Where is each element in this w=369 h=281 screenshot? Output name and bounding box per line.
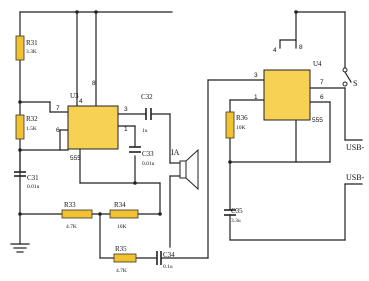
left-wiring — [19, 11, 209, 259]
u4-pin-8: 8 — [299, 44, 303, 51]
c33-value: 0.01u — [142, 161, 155, 167]
junction-dots — [18, 10, 298, 216]
r31-value: 3.3K — [26, 49, 37, 55]
usb-label-bottom: USB- — [346, 173, 365, 182]
u4-type: 555 — [312, 117, 323, 124]
capacitor-c34: C34 0.1u — [156, 251, 175, 270]
u3-pin-6: 6 — [56, 127, 60, 134]
r33-value: 4.7K — [66, 224, 77, 230]
c33-ref: C33 — [142, 150, 154, 158]
u3-pin-7: 7 — [56, 105, 60, 112]
u4-pin-3: 3 — [254, 72, 258, 79]
r32-value: 1.5K — [26, 126, 37, 132]
c34-value: 0.1u — [163, 264, 173, 270]
c31-ref: C31 — [27, 174, 39, 182]
c35-value: 3.3u — [231, 218, 241, 224]
u3-pin-4: 4 — [79, 98, 83, 105]
usb-label-top: USB- — [346, 143, 365, 152]
c32-ref: C32 — [141, 93, 153, 101]
capacitor-c31: C31 0.01u — [14, 149, 40, 190]
u3-ref: U3 — [70, 92, 79, 100]
switch-s: S — [342, 67, 357, 88]
u3-type: 555 — [70, 155, 81, 162]
ground-symbol — [10, 243, 30, 253]
ic-u3: U3 555 4 8 7 3 6 1 — [56, 80, 128, 162]
u3-pin-8: 8 — [92, 80, 96, 87]
capacitor-c35: C35 3.3u — [224, 207, 243, 224]
u4-pin-4: 4 — [273, 47, 277, 54]
r34-value: 10K — [117, 224, 127, 230]
right-wiring — [207, 11, 363, 241]
resistor-r34: R34 10K — [109, 201, 139, 230]
r36-ref: R36 — [236, 114, 248, 122]
resistor-r35: R35 4.7K — [113, 245, 137, 274]
c32-value: 1u — [142, 128, 148, 134]
r32-ref: R32 — [26, 115, 38, 123]
c35-ref: C35 — [231, 207, 243, 215]
r36-value: 10K — [236, 125, 246, 131]
c34-ref: C34 — [163, 251, 175, 259]
r34-ref: R34 — [114, 201, 126, 209]
capacitor-c32: C32 1u — [141, 93, 153, 134]
c31-value: 0.01u — [27, 184, 40, 190]
u4-pin-1: 1 — [254, 94, 258, 101]
ic-u4: U4 555 8 4 3 7 1 6 — [254, 44, 324, 124]
resistor-r33: R33 4.7K — [61, 201, 93, 230]
speaker-ref: IA — [171, 148, 180, 157]
resistor-r31: R31 3.3K — [15, 35, 38, 61]
switch-ref: S — [353, 79, 357, 88]
r35-value: 4.7K — [116, 268, 127, 274]
speaker: IA — [169, 148, 199, 191]
u4-pin-6: 6 — [320, 94, 324, 101]
u4-pin-7: 7 — [320, 79, 324, 86]
u4-ref: U4 — [313, 60, 322, 68]
r31-ref: R31 — [26, 39, 38, 47]
capacitor-c33: C33 0.01u — [129, 146, 155, 167]
r35-ref: R35 — [115, 245, 127, 253]
r33-ref: R33 — [64, 201, 76, 209]
u3-pin-3: 3 — [124, 106, 128, 113]
usb-terminals: USB- USB- — [346, 143, 365, 182]
resistor-r32: R32 1.5K — [15, 114, 38, 140]
resistor-r36: R36 10K — [225, 111, 248, 139]
u3-pin-1: 1 — [124, 126, 128, 133]
